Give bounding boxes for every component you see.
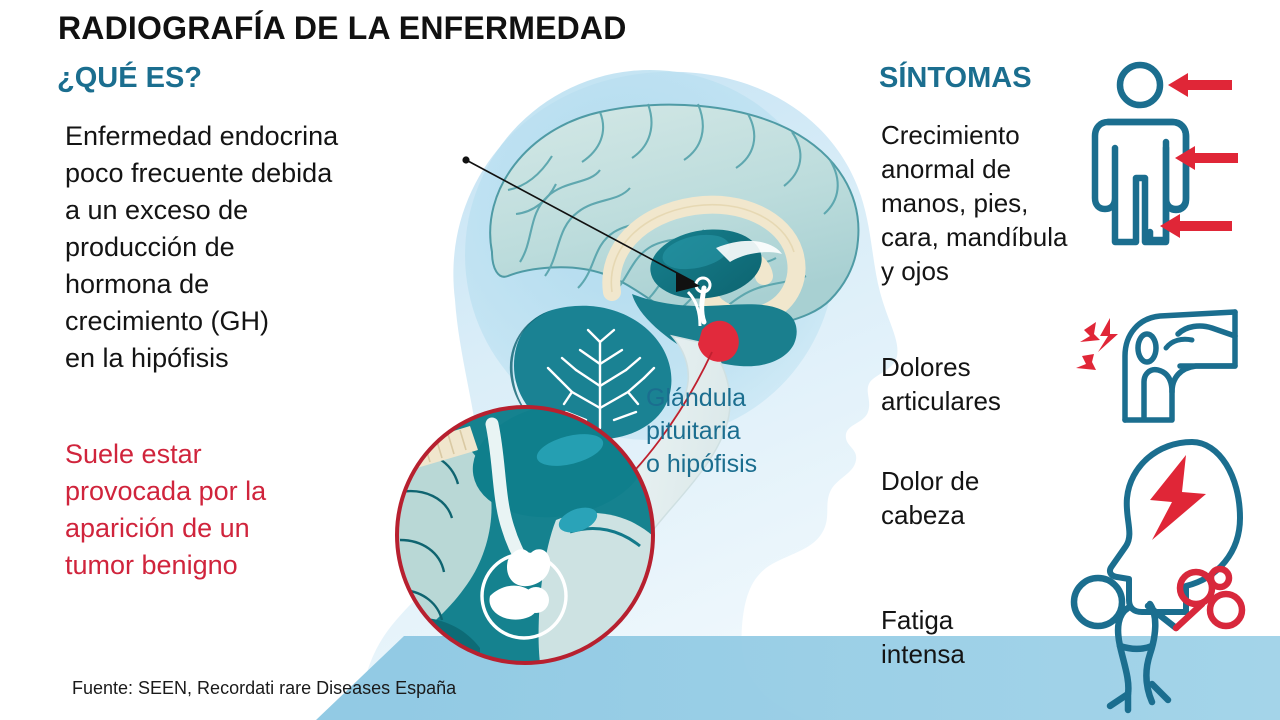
body-line: a un exceso de (65, 195, 249, 225)
cause-line: provocada por la (65, 476, 267, 506)
body-line: Enfermedad endocrina (65, 121, 339, 151)
symptom-line: manos, pies, (881, 188, 1029, 218)
symptom-line: articulares (881, 386, 1001, 416)
symptom-line: Dolores (881, 352, 971, 382)
cause-line: tumor benigno (65, 550, 238, 580)
pituitary-gland-marker (698, 320, 739, 362)
section-heading-symptoms: SÍNTOMAS (879, 62, 1032, 94)
symptom-item: Dolor de cabeza (881, 464, 1081, 532)
headache-lightning-bolt (1150, 455, 1206, 540)
symptom-line: anormal de (881, 154, 1012, 184)
headache-head-lightning-icon (1106, 439, 1243, 615)
fatigue-weight-icon (1172, 565, 1246, 632)
body-line: en la hipófisis (65, 343, 229, 373)
symptom-line: Crecimiento (881, 120, 1020, 150)
joint-pain-red-flashes (1076, 318, 1118, 370)
body-line: poco frecuente debida (65, 158, 333, 188)
cause-line: aparición de un (65, 513, 250, 543)
inset-gland-highlight-ring (480, 552, 568, 640)
cerebellum (514, 305, 672, 440)
joint-pain-icon (1122, 309, 1238, 423)
symptom-line: Dolor de (881, 466, 980, 496)
symptom-item: Crecimiento anormal de manos, pies, cara… (881, 118, 1171, 288)
symptom-item: Dolores articulares (881, 350, 1081, 418)
symptom-item: Fatiga intensa (881, 603, 1081, 671)
cause-line: Suele estar (65, 439, 202, 469)
gland-label-line: Glándula (646, 384, 747, 412)
gland-label-line: o hipófisis (646, 450, 758, 478)
symptom-line: Fatiga (881, 605, 954, 635)
page-title: RADIOGRAFÍA DE LA ENFERMEDAD (58, 10, 627, 46)
source-credit: Fuente: SEEN, Recordati rare Diseases Es… (72, 678, 457, 698)
gland-label-line: pituitaria (646, 417, 741, 445)
section-heading-what-is: ¿QUÉ ES? (57, 62, 203, 94)
inset-border (395, 405, 655, 665)
leader-line-to-gland (462, 156, 700, 292)
body-line: crecimiento (GH) (65, 306, 270, 336)
body-line: producción de (65, 232, 235, 262)
symptom-line: cabeza (881, 500, 965, 530)
cause-text: Suele estar provocada por la aparición d… (65, 436, 395, 584)
standing-person-with-arrows-icon (1091, 61, 1190, 246)
pituitary-gland-label: Glándula pituitaria o hipófisis (646, 382, 876, 481)
fatigued-person-weight-icon (1070, 574, 1180, 714)
symptom-line: intensa (881, 639, 965, 669)
person-icon-red-arrows (1160, 73, 1238, 238)
arbor-vitae (546, 328, 656, 430)
symptom-line: cara, mandíbula (881, 222, 1068, 252)
symptom-line: y ojos (881, 256, 949, 286)
body-line: hormona de (65, 269, 210, 299)
what-is-body-text: Enfermedad endocrina poco frecuente debi… (65, 118, 475, 377)
